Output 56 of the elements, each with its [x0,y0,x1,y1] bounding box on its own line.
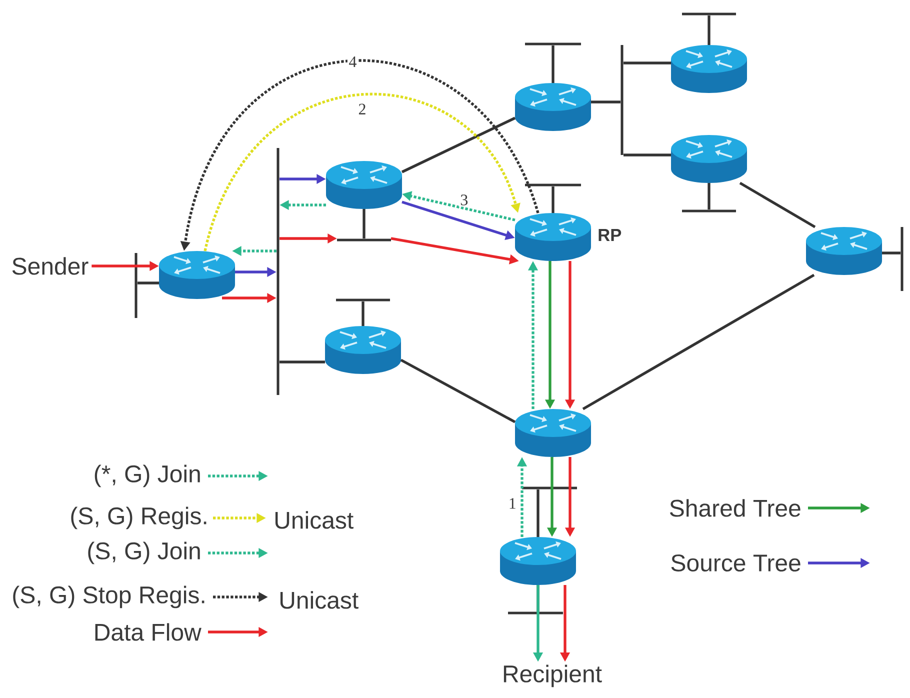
link-line [138,282,159,284]
link-line [362,209,366,238]
router-icon [671,135,747,183]
link-line [624,154,671,156]
legend-label: (*, G) Join [94,464,200,488]
legend-label: (S, G) Regis. [71,506,206,530]
legend-label: Shared Tree [670,499,800,517]
network-segment [682,210,736,212]
link-line [591,100,620,104]
network-segment [508,612,563,614]
link-line [882,252,900,254]
network-segment [336,298,390,302]
legend-note: Unicast [280,591,358,609]
link-line [624,62,671,64]
network-segment [620,45,624,155]
network-segment [682,12,736,16]
link-line [552,186,554,213]
legend-label: (S, G) Stop Regis. [13,586,204,608]
step-number: 4 [347,55,358,68]
curved-arrow [204,93,520,252]
network-segment [522,486,577,490]
legend-label: Data Flow [95,623,202,641]
network-segment [134,253,138,318]
step-number: 2 [356,102,368,116]
network-segment [900,227,904,291]
host-label: Recipient [504,664,602,688]
network-segment [337,238,391,242]
link-line [739,182,816,228]
router-icon [500,537,576,585]
router-icon [515,83,591,131]
link-line [400,358,516,424]
legend-note: Unicast [275,511,354,529]
router-icon [806,227,882,275]
router-icon [515,213,591,261]
router-label: RP [598,229,622,241]
link-line [536,490,540,537]
step-number: 3 [458,193,470,207]
router-icon [671,45,747,93]
router-icon [326,161,402,209]
link-line [401,116,516,174]
link-line [708,16,710,45]
link-line [708,183,710,210]
link-line [280,360,325,364]
legend-label: Source Tree [671,554,800,572]
legend-label: (S, G) Join [88,542,200,564]
router-icon [515,409,591,457]
link-line [582,274,815,410]
link-line [362,302,364,326]
link-line [552,46,554,83]
network-segment [525,184,581,186]
step-number: 1 [507,496,518,510]
network-segment [525,42,581,46]
router-icon [159,251,235,299]
router-icon [325,326,401,374]
host-label: Sender [12,257,88,275]
network-segment [276,148,280,395]
